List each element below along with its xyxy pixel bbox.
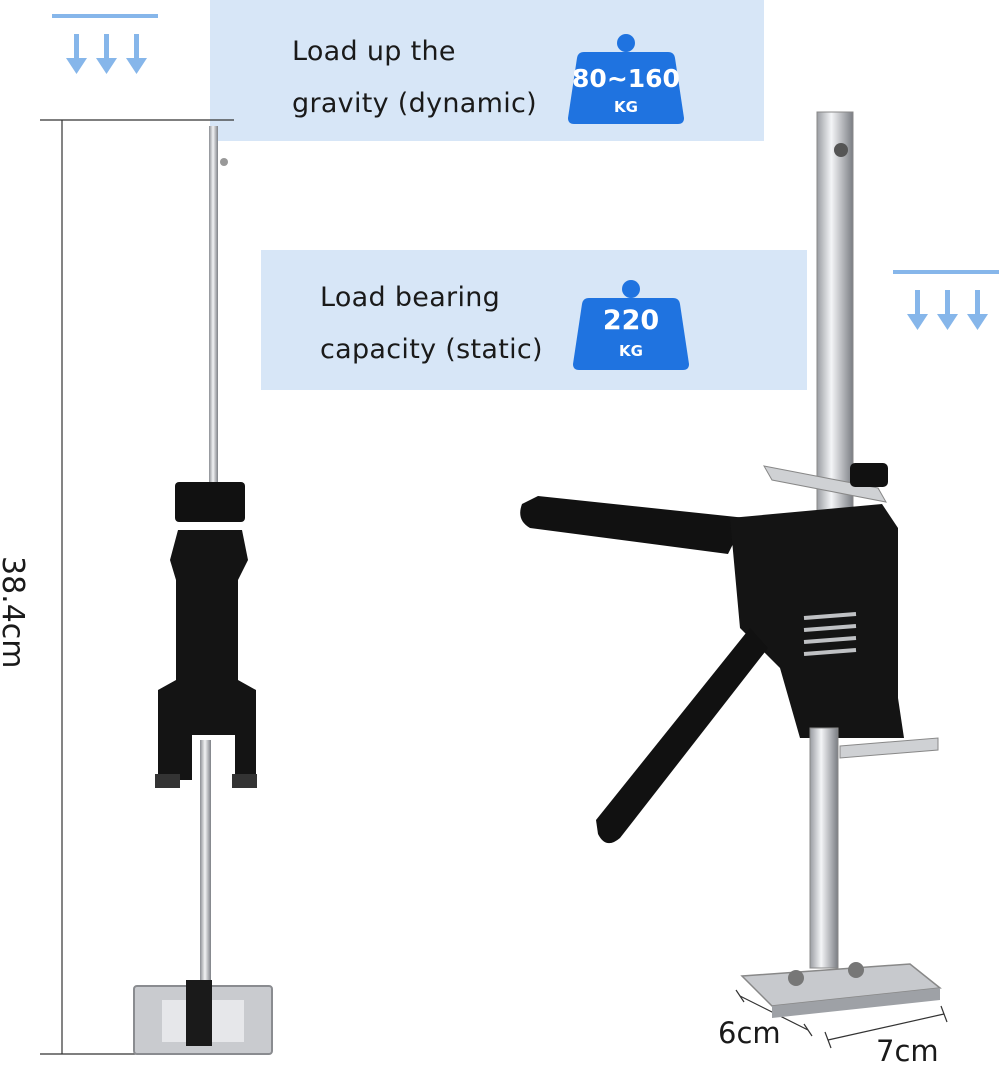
static-load-value: 220 bbox=[602, 305, 660, 336]
dynamic-load-value: 80~160 bbox=[572, 64, 680, 93]
weight-icon bbox=[568, 34, 684, 124]
down-arrow-icon bbox=[66, 34, 147, 74]
weight-badge-dynamic: 80~160 KG bbox=[568, 34, 684, 124]
width-dimension-label: 7cm bbox=[876, 1034, 939, 1068]
static-load-line2: capacity (static) bbox=[320, 334, 543, 365]
lifter-angled-view bbox=[520, 111, 942, 1018]
weight-badge-static: 220 KG bbox=[573, 280, 689, 370]
dynamic-load-unit: KG bbox=[614, 98, 638, 116]
dynamic-load-line1: Load up the bbox=[292, 36, 456, 67]
down-arrows-right bbox=[893, 270, 999, 332]
weight-icon bbox=[573, 280, 689, 370]
lifter-side-view bbox=[133, 126, 273, 1055]
static-load-line1: Load bearing bbox=[320, 282, 501, 313]
static-load-unit: KG bbox=[619, 342, 643, 360]
down-arrows-left bbox=[52, 14, 158, 76]
dynamic-load-label: Load up the gravity (dynamic) bbox=[292, 26, 537, 130]
dynamic-load-line2: gravity (dynamic) bbox=[292, 88, 538, 119]
static-load-label: Load bearing capacity (static) bbox=[320, 272, 543, 376]
down-arrow-icon bbox=[907, 290, 988, 330]
height-dimension-label: 38.4cm bbox=[0, 556, 30, 669]
static-load-panel: Load bearing capacity (static) 220 KG bbox=[261, 250, 807, 390]
dynamic-load-panel: Load up the gravity (dynamic) 80~160 KG bbox=[210, 0, 764, 141]
depth-dimension-label: 6cm bbox=[718, 1016, 781, 1050]
